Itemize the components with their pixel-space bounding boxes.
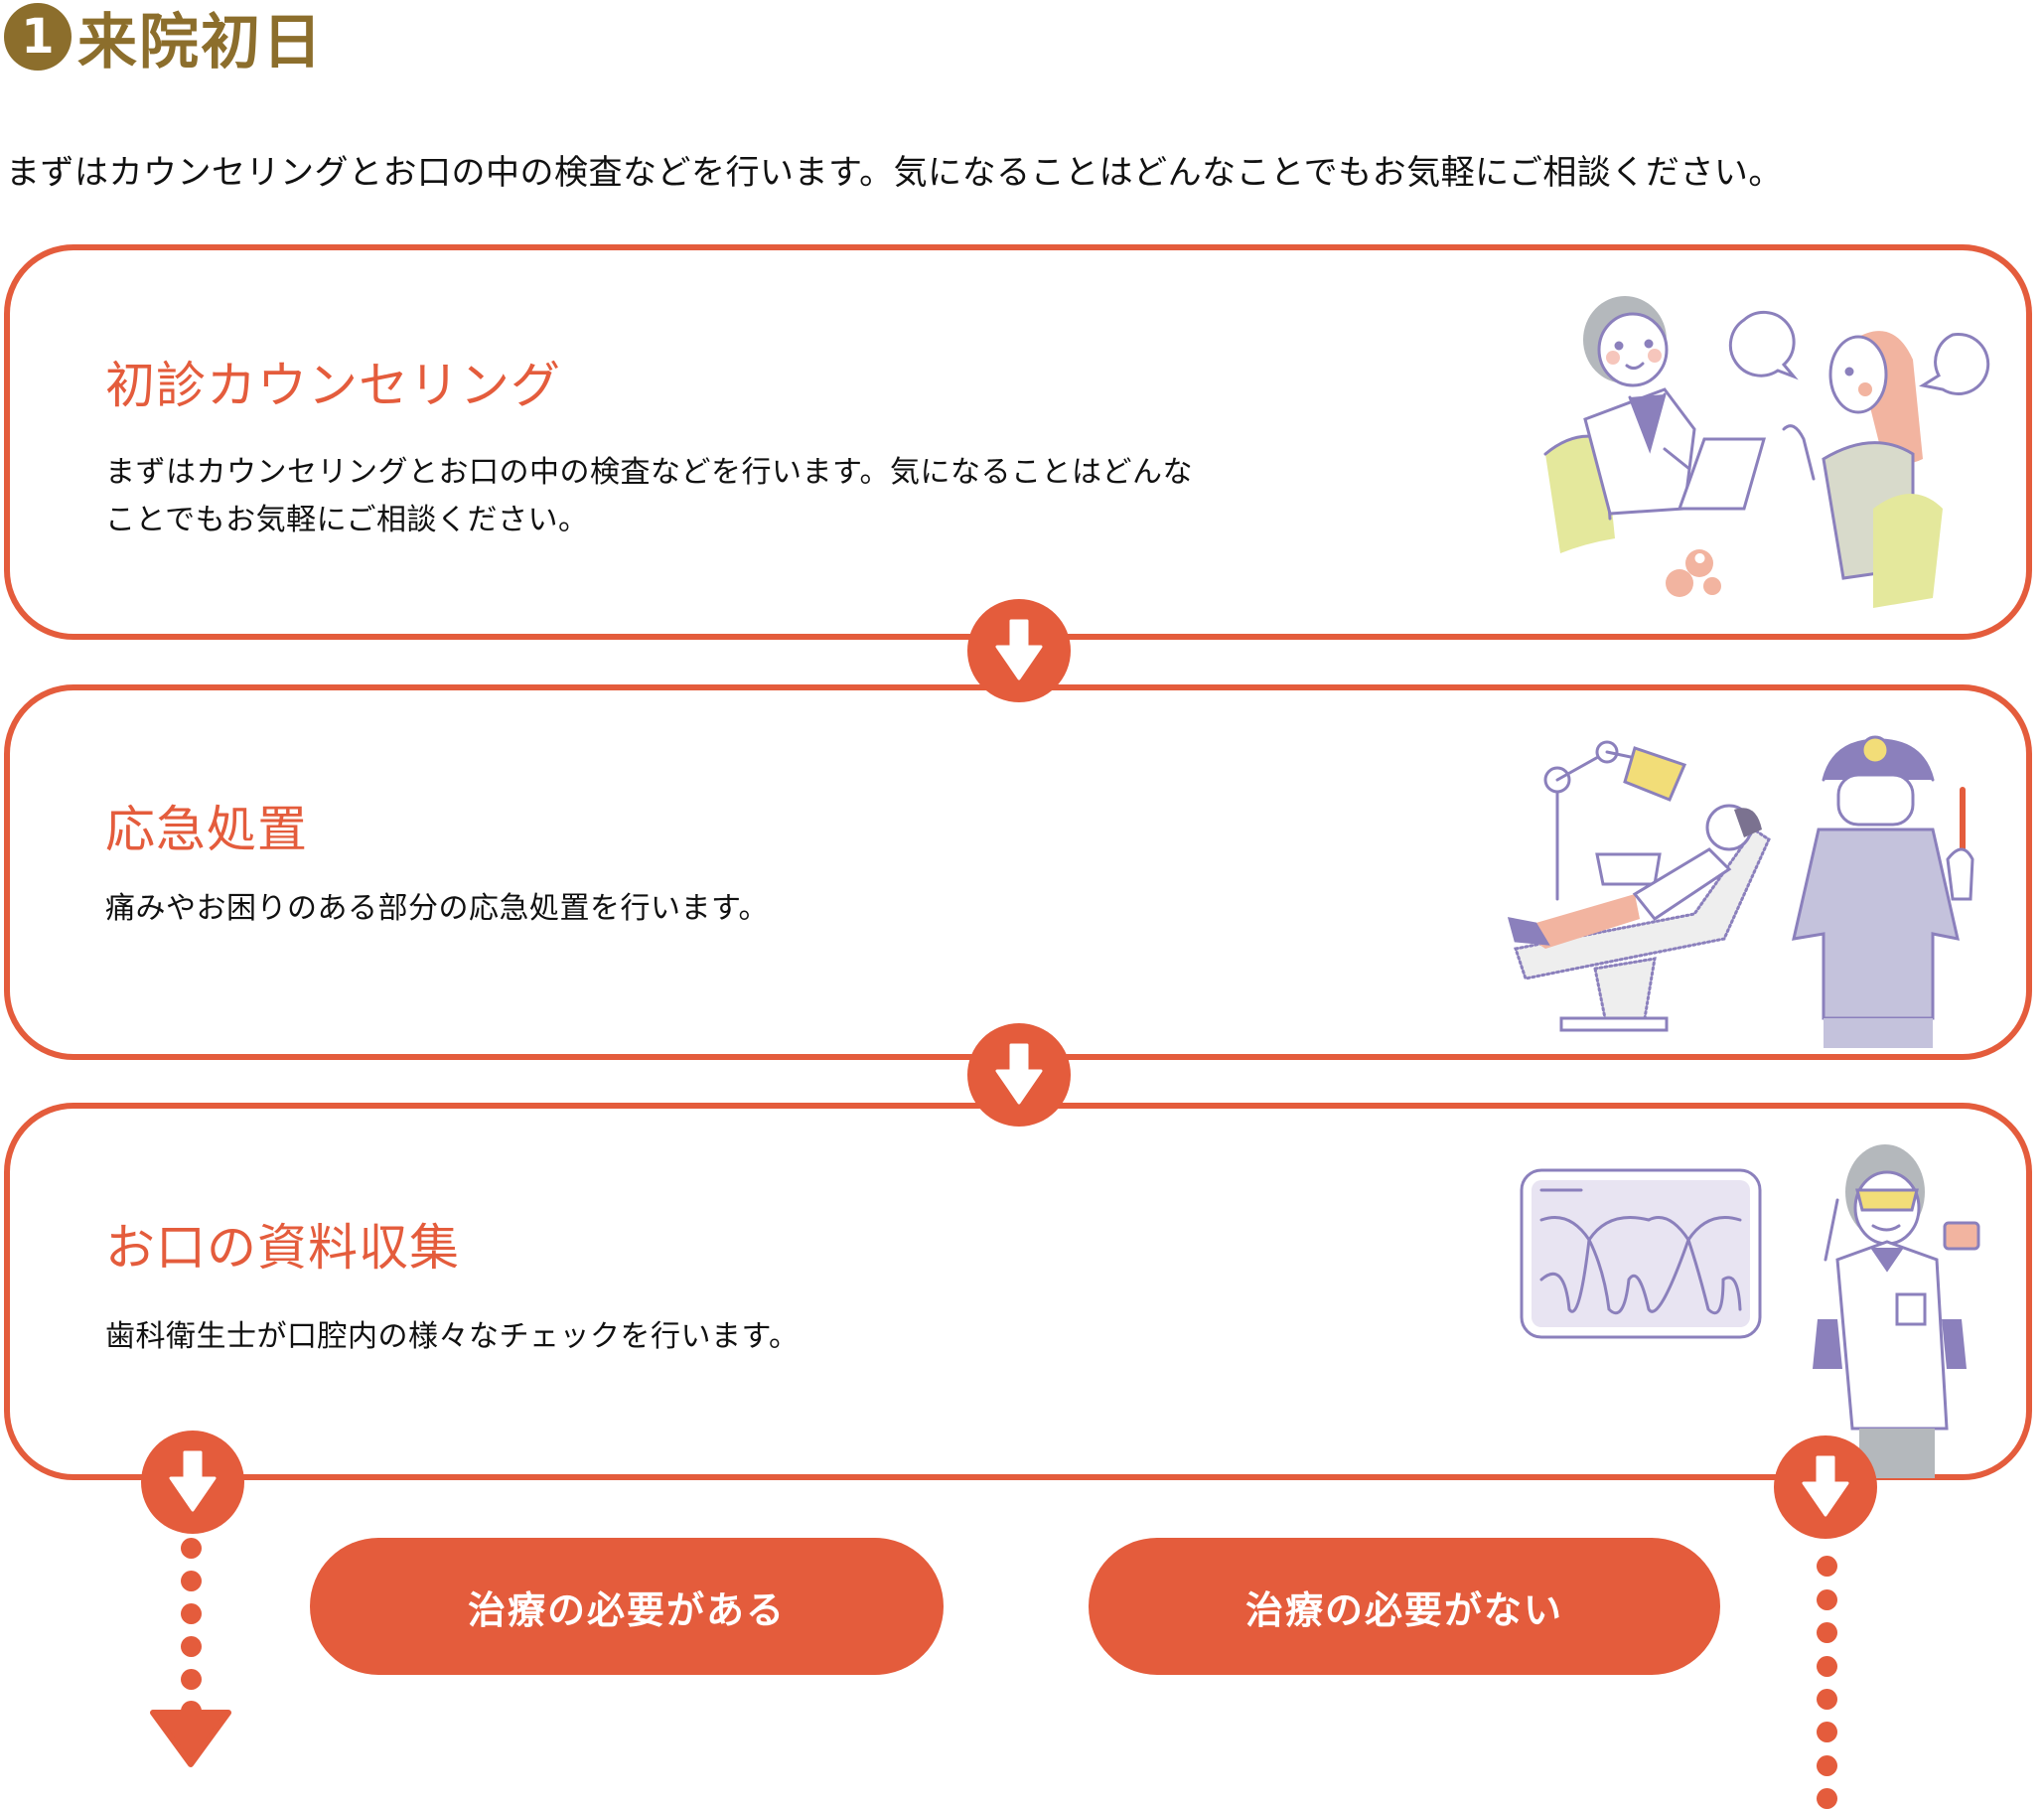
bubble-text: 治療の必要がある (467, 1587, 786, 1632)
page-title: 来院初日 (77, 7, 324, 77)
step-number-badge: 1 (4, 3, 72, 71)
flow-arrow-down (967, 1023, 1071, 1127)
step-title: 応急処置 (105, 801, 308, 858)
arrow-down-icon (995, 1043, 1043, 1105)
arrowhead-down-icon (150, 1710, 231, 1767)
step-description: 歯科衛生士が口腔内の様々なチェックを行います。 (105, 1319, 800, 1354)
step-description: まずはカウンセリングとお口の中の検査などを行います。気になることはどんな ことで… (105, 455, 1193, 537)
step-card-emergency: 応急処置 痛みやお困りのある部分の応急処置を行います。 (4, 684, 2032, 1060)
xray-hygienist-illustration (1520, 1144, 1980, 1478)
branch-arrow-left (141, 1431, 244, 1534)
needs-treatment-label: 治療の必要がある (310, 1538, 944, 1675)
step-card-counseling: 初診カウンセリング まずはカウンセリングとお口の中の検査などを行います。気になる… (4, 244, 2032, 640)
counseling-illustration (1543, 296, 1990, 608)
step-description: 痛みやお困りのある部分の応急処置を行います。 (105, 891, 769, 926)
branch-arrow-right (1774, 1435, 1877, 1539)
step-title: お口の資料収集 (105, 1219, 460, 1277)
section-heading: 1 来院初日 (4, 2, 324, 77)
no-treatment-label: 治療の必要がない (1089, 1538, 1720, 1675)
arrow-down-icon (169, 1450, 217, 1512)
dental-treatment-illustration (1507, 735, 1974, 1048)
arrow-down-icon (1802, 1455, 1849, 1517)
step-card-data-collection: お口の資料収集 歯科衛生士が口腔内の様々なチェックを行います。 (4, 1103, 2032, 1480)
arrow-down-icon (995, 619, 1043, 680)
step-title: 初診カウンセリング (105, 357, 561, 414)
flow-arrow-down (967, 599, 1071, 702)
bubble-text: 治療の必要がない (1244, 1587, 1563, 1632)
intro-text: まずはカウンセリングとお口の中の検査などを行います。気になることはどんなことでも… (6, 153, 1783, 193)
